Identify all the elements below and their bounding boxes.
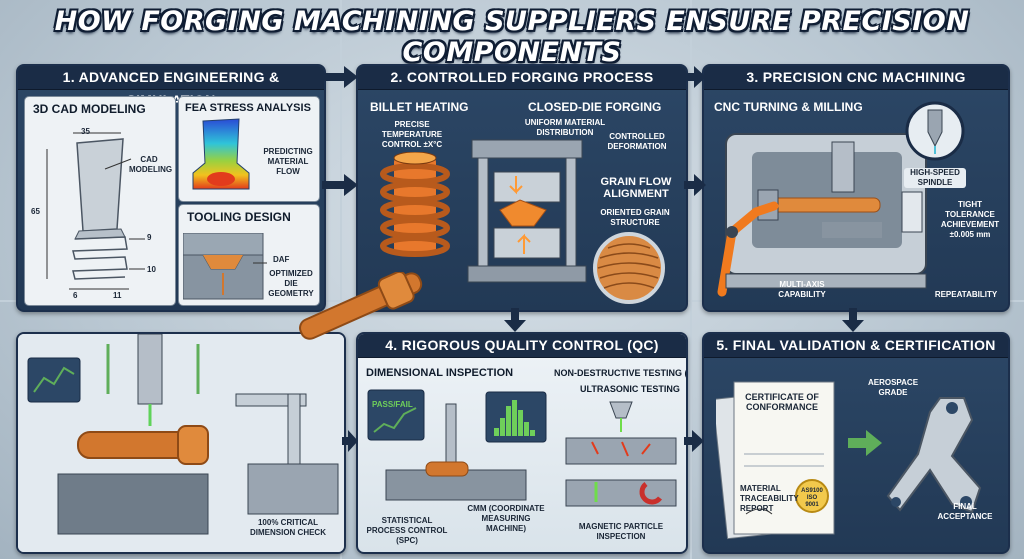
dim-inspection-title: DIMENSIONAL INSPECTION: [366, 367, 514, 379]
cnc-title: CNC TURNING & MILLING: [714, 100, 863, 114]
ut-title: ULTRASONIC TESTING: [580, 384, 680, 394]
spindle-magnifier: [905, 101, 965, 161]
panel-engineering: 1. ADVANCED ENGINEERING & SIMULATION 3D …: [16, 64, 326, 312]
fea-heatmap-graphic: [192, 118, 250, 190]
flow-arrow-mid-1-icon: [322, 174, 358, 196]
dim-9: 9: [147, 233, 152, 242]
flow-arrow-3-to-5-icon: [842, 308, 864, 332]
cad-note: CAD MODELING: [129, 155, 173, 174]
tolerance-note: TIGHT TOLERANCE ACHIEVEMENT ±0.005 mm: [940, 200, 1000, 239]
cad-subpanel: 3D CAD MODELING 35 65 9 10 6 11 CAD MODE…: [24, 96, 176, 306]
check-note: 100% CRITICAL DIMENSION CHECK: [249, 518, 326, 537]
repeatability-note: REPEATABILITY: [934, 290, 998, 299]
ndt-testing-graphic: [565, 401, 677, 507]
heating-note: PRECISE TEMPERATURE CONTROL ±X°C: [381, 120, 443, 149]
fea-title: FEA STRESS ANALYSIS: [185, 102, 311, 114]
flow-arrow-scene-to-4-icon: [342, 430, 358, 452]
passfail-label: PASS/FAIL: [372, 400, 413, 409]
ndt-title: NON-DESTRUCTIVE TESTING (NDT): [554, 368, 688, 378]
tooling-subpanel: TOOLING DESIGN DAF OPTIMIZED DIE GEOMETR…: [178, 204, 320, 306]
cad-title: 3D CAD MODELING: [33, 102, 146, 116]
bg-line: [340, 0, 342, 559]
flow-arrow-mid-2-icon: [684, 174, 706, 196]
die-note: UNIFORM MATERIAL DISTRIBUTION: [524, 118, 606, 137]
grain-note: ORIENTED GRAIN STRUCTURE: [600, 208, 670, 227]
fea-note: PREDICTING MATERIAL FLOW: [263, 147, 313, 176]
cmm-note: CMM (COORDINATE MEASURING MACHINE): [467, 504, 545, 533]
bg-line: [690, 0, 692, 559]
deformation-note: CONTROLLED DEFORMATION: [607, 132, 667, 151]
panel-cnc: 3. PRECISION CNC MACHINING CNC TURNING &…: [702, 64, 1010, 312]
flow-arrow-2-to-4-icon: [504, 308, 526, 332]
tooling-title: TOOLING DESIGN: [187, 210, 291, 224]
panel-validation: 5. FINAL VALIDATION & CERTIFICATION CERT…: [702, 332, 1010, 554]
multiaxis-note: MULTI-AXIS CAPABILITY: [778, 280, 826, 299]
die-title: CLOSED-DIE FORGING: [528, 100, 662, 114]
panel-title: 2. CONTROLLED FORGING PROCESS: [358, 66, 686, 90]
mpi-note: MAGNETIC PARTICLE INSPECTION: [578, 522, 664, 541]
panel-forging: 2. CONTROLLED FORGING PROCESS BILLET HEA…: [356, 64, 688, 312]
heating-title: BILLET HEATING: [370, 100, 469, 114]
green-arrow-icon: [848, 430, 882, 456]
panel-inspection-scene: 100% CRITICAL DIMENSION CHECK: [16, 332, 346, 554]
panel-title: 5. FINAL VALIDATION & CERTIFICATION: [704, 334, 1008, 358]
panel-title: 1. ADVANCED ENGINEERING & SIMULATION: [18, 66, 324, 108]
spc-note: STATISTICAL PROCESS CONTROL (SPC): [366, 516, 448, 545]
dim-10: 10: [147, 265, 156, 274]
certificate-documents-graphic: [716, 381, 835, 540]
flow-arrow-1-to-2-icon: [322, 66, 358, 88]
dim-65: 65: [31, 207, 40, 216]
induction-coil-graphic: [380, 152, 450, 257]
draft-label: DAF: [273, 255, 290, 264]
aerospace-note: AEROSPACE GRADE: [867, 378, 919, 397]
tooling-note: OPTIMIZED DIE GEOMETRY: [268, 269, 314, 298]
panel-quality-control: 4. RIGOROUS QUALITY CONTROL (QC) DIMENSI…: [356, 332, 688, 554]
traceability-note: MATERIAL TRACEABILITY REPORT: [740, 484, 799, 513]
cnc-machine-graphic: [717, 133, 927, 297]
dim-6: 6: [73, 291, 78, 300]
flow-arrow-4-to-5-icon: [684, 430, 704, 452]
spindle-note: HIGH-SPEED SPINDLE: [904, 168, 966, 188]
final-note: FINAL ACCEPTANCE: [937, 502, 993, 521]
inspection-scene-graphic: [18, 334, 344, 552]
flow-arrow-2-to-3-icon: [684, 66, 706, 88]
forged-billet-graphic: [299, 272, 423, 340]
forging-press-graphic: [467, 139, 587, 283]
die-cross-section-graphic: [183, 233, 267, 300]
grain-title: GRAIN FLOW ALIGNMENT: [600, 176, 672, 200]
panel-title: 3. PRECISION CNC MACHINING: [704, 66, 1008, 90]
seal-text: AS9100 ISO 9001: [801, 488, 823, 508]
panel-title: 4. RIGOROUS QUALITY CONTROL (QC): [358, 334, 686, 358]
dim-11: 11: [113, 291, 122, 300]
cmm-inspection-graphic: [367, 389, 547, 501]
forged-bracket-graphic: [886, 397, 982, 514]
page-title: HOW FORGING MACHINING SUPPLIERS ENSURE P…: [54, 6, 970, 68]
dim-35: 35: [81, 127, 90, 136]
fea-subpanel: FEA STRESS ANALYSIS PREDICTING MATERIAL …: [178, 96, 320, 202]
grain-structure-magnifier: [593, 232, 665, 304]
certificate-title: CERTIFICATE OF CONFORMANCE: [745, 392, 819, 412]
turbine-blade-cad-drawing: [46, 132, 145, 290]
